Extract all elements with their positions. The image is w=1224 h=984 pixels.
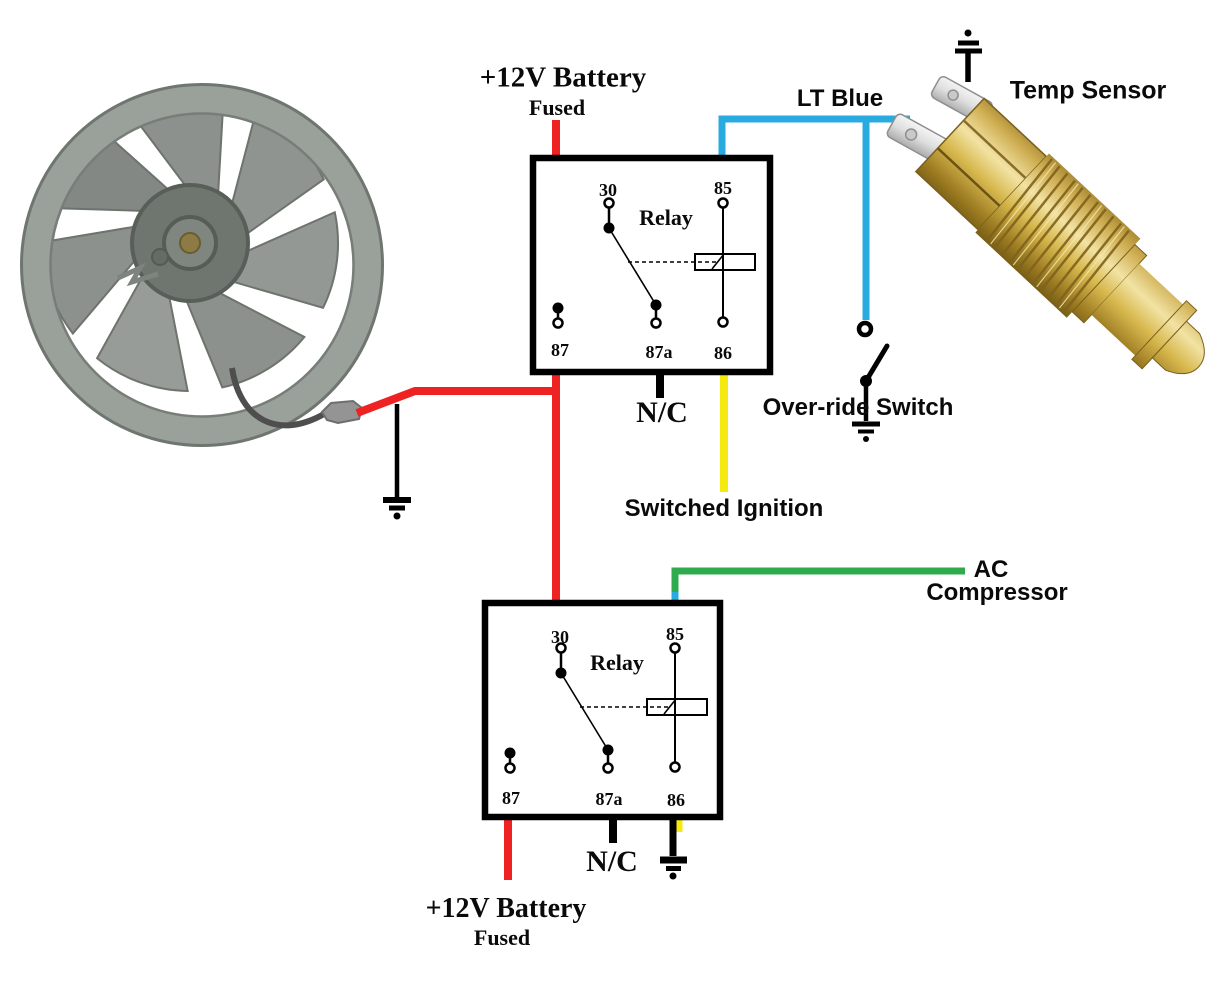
ground-symbol-override — [852, 381, 880, 442]
sensor-probe-tip — [1151, 320, 1205, 375]
relay-2-pin-87a: 87a — [595, 789, 623, 809]
relay-2-pin-30: 30 — [551, 627, 569, 647]
fan-clip — [116, 262, 159, 287]
nc-label-bottom: N/C — [586, 845, 638, 878]
sensor-threads — [975, 153, 1141, 318]
battery-bottom-title: +12V Battery — [425, 893, 587, 924]
fan-connector — [320, 399, 364, 425]
fan-shroud-ring — [21, 84, 383, 446]
wires — [355, 115, 965, 880]
relay-1-pin-87: 87 — [551, 340, 569, 360]
wire-green-ac — [671, 567, 965, 594]
lt-blue-label: LT Blue — [796, 85, 884, 112]
wire-red-fan — [355, 387, 556, 417]
relay-1-pin-85: 85 — [714, 178, 732, 198]
ac-compressor-label-line1: AC — [973, 556, 1009, 583]
relay-2-pin-85: 85 — [666, 624, 684, 644]
fan-pigtail-wire — [229, 367, 326, 429]
ac-compressor-label-line2: Compressor — [926, 579, 1068, 606]
ground-symbol-temp-sensor — [955, 29, 982, 82]
nc-label-top: N/C — [636, 396, 688, 429]
battery-top-subtitle: Fused — [528, 95, 586, 120]
override-switch-label: Over-ride Switch — [762, 394, 954, 421]
switched-ignition-label: Switched Ignition — [624, 495, 824, 522]
sensor-hex-head — [914, 97, 1048, 231]
relay-1-pin-30: 30 — [599, 180, 617, 200]
battery-bottom-subtitle: Fused — [473, 925, 531, 950]
relay-1-pin-86: 86 — [714, 343, 732, 363]
relay-1-pin-87a: 87a — [645, 342, 673, 362]
wire-blue-lt — [718, 115, 910, 158]
relay-2-pin-87: 87 — [502, 788, 520, 808]
override-switch-symbol — [856, 320, 890, 387]
cooling-fan-photo — [20, 83, 384, 447]
sensor-shaft — [1091, 263, 1184, 356]
fan-hub — [130, 183, 250, 303]
relay-2-title: Relay — [590, 650, 644, 675]
battery-top-title: +12V Battery — [479, 61, 647, 94]
ground-symbol-relay2 — [660, 817, 687, 880]
temp-sensor-photo — [886, 75, 1205, 375]
relay-2-pin-86: 86 — [667, 790, 685, 810]
relay-1-title: Relay — [639, 205, 693, 230]
ground-symbol-fan — [383, 404, 411, 520]
temp-sensor-label: Temp Sensor — [1009, 76, 1167, 105]
